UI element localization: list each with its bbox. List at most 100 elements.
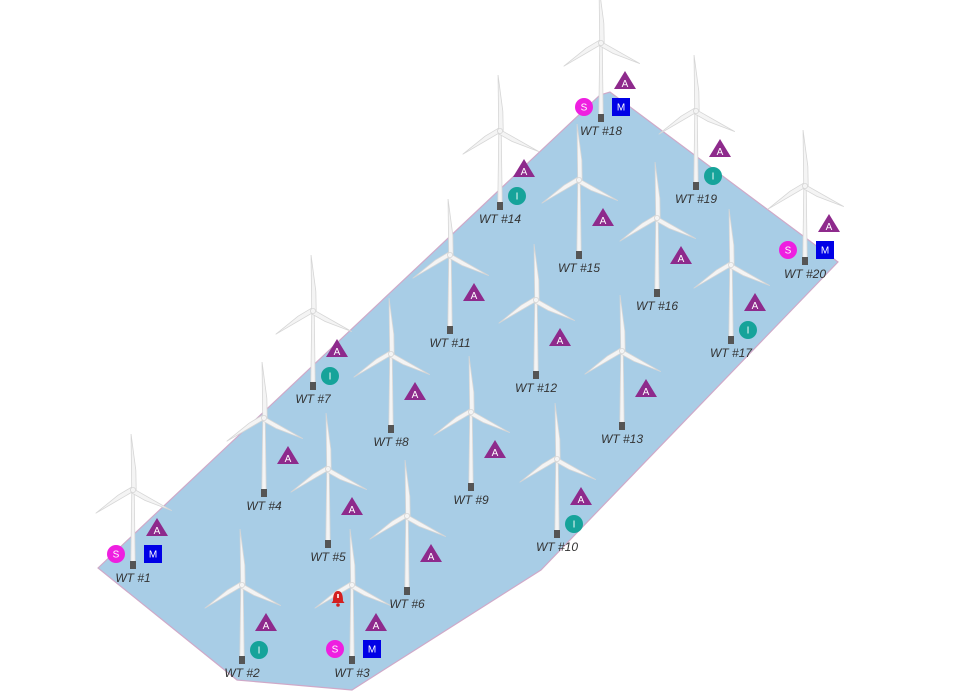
turbine-hub	[348, 582, 355, 589]
turbine-18[interactable]: WT #18 AM S	[563, 0, 641, 138]
turbine-hub	[496, 127, 503, 134]
triangle-alarm-icon[interactable]: A	[484, 440, 506, 459]
circle-info-icon[interactable]: I	[321, 367, 339, 385]
turbine-base	[261, 489, 267, 497]
turbine-label: WT #6	[389, 597, 425, 611]
triangle-alarm-icon[interactable]: A	[709, 139, 731, 158]
turbine-5[interactable]: WT #5 A	[290, 412, 368, 564]
turbine-hub	[654, 214, 661, 221]
triangle-alarm-icon[interactable]: A	[341, 497, 363, 516]
circle-service-icon[interactable]: S	[107, 545, 125, 563]
wind-turbine-icon	[433, 355, 511, 491]
circle-service-icon[interactable]: S	[575, 98, 593, 116]
alarm-badge-letter: A	[349, 505, 356, 516]
circle-service-icon[interactable]: S	[779, 241, 797, 259]
turbine-12[interactable]: WT #12 A	[498, 243, 576, 395]
triangle-alarm-icon[interactable]: A	[463, 283, 485, 302]
wind-turbine-icon	[619, 161, 697, 297]
triangle-alarm-icon[interactable]: A	[592, 208, 614, 227]
turbine-base	[310, 382, 316, 390]
triangle-alarm-icon[interactable]: A	[255, 613, 277, 632]
turbine-hub	[533, 296, 540, 303]
turbine-7[interactable]: WT #7 AI	[275, 254, 353, 406]
circle-info-icon[interactable]: I	[704, 167, 722, 185]
turbine-hub	[238, 582, 245, 589]
turbine-label: WT #10	[536, 540, 578, 554]
circle-info-icon[interactable]: I	[565, 515, 583, 533]
turbine-label: WT #12	[515, 381, 557, 395]
circle-info-icon[interactable]: I	[739, 321, 757, 339]
bell-alert-icon[interactable]	[331, 591, 345, 607]
circle-info-icon[interactable]: I	[250, 641, 268, 659]
turbine-13[interactable]: WT #13A	[584, 294, 662, 446]
wind-turbine-icon	[498, 243, 576, 379]
turbine-blade	[563, 39, 603, 67]
maintenance-badge-letter: M	[821, 246, 829, 257]
square-maintenance-icon[interactable]: M	[612, 98, 630, 116]
triangle-alarm-icon[interactable]: A	[614, 71, 636, 90]
turbine-label: WT #17	[710, 346, 753, 360]
alarm-badge-letter: A	[492, 448, 499, 459]
triangle-alarm-icon[interactable]: A	[744, 293, 766, 312]
turbine-label: WT #7	[295, 392, 332, 406]
triangle-alarm-icon[interactable]: A	[670, 246, 692, 265]
triangle-alarm-icon[interactable]: A	[146, 518, 168, 537]
turbine-base	[728, 336, 734, 344]
triangle-alarm-icon[interactable]: A	[420, 544, 442, 563]
turbine-blade	[130, 433, 137, 491]
turbine-blade	[693, 109, 736, 133]
turbine-17[interactable]: WT #17 AI	[693, 208, 771, 360]
turbine-label: WT #8	[373, 435, 409, 449]
turbine-11[interactable]: WT #11A	[412, 198, 490, 350]
turbine-label: WT #15	[558, 261, 600, 275]
triangle-alarm-icon[interactable]: A	[277, 446, 299, 465]
turbine-6[interactable]: WT #6 A	[369, 459, 447, 611]
triangle-alarm-icon[interactable]: A	[818, 214, 840, 233]
service-badge-letter: S	[785, 246, 792, 257]
triangle-alarm-icon[interactable]: A	[326, 339, 348, 358]
turbine-15[interactable]: WT #15 A	[541, 123, 619, 275]
turbine-base	[802, 257, 808, 265]
triangle-alarm-icon[interactable]: A	[513, 159, 535, 178]
turbine-tower	[349, 584, 355, 658]
triangle-alarm-icon[interactable]: A	[635, 379, 657, 398]
turbine-blade	[447, 198, 454, 256]
turbine-9[interactable]: WT #9 A	[433, 355, 511, 507]
circle-service-icon[interactable]: S	[326, 640, 344, 658]
turbine-tower	[388, 353, 394, 427]
turbine-4[interactable]: WT #4 A	[226, 361, 304, 513]
turbine-label: WT #9	[453, 493, 489, 507]
info-badge-letter: I	[516, 192, 519, 203]
turbine-label: WT #18	[580, 124, 622, 138]
turbine-label: WT #5	[310, 550, 346, 564]
turbine-16[interactable]: WT #16A	[619, 161, 697, 313]
triangle-alarm-icon[interactable]: A	[404, 382, 426, 401]
square-maintenance-icon[interactable]: M	[363, 640, 381, 658]
turbine-blade	[95, 486, 135, 514]
turbine-label: WT #4	[246, 499, 282, 513]
turbine-10[interactable]: WT #10 AI	[519, 402, 597, 554]
square-maintenance-icon[interactable]: M	[816, 241, 834, 259]
turbine-tower	[261, 417, 267, 491]
circle-info-icon[interactable]: I	[508, 187, 526, 205]
alarm-badge-letter: A	[622, 79, 629, 90]
wind-turbine-icon	[369, 459, 447, 595]
turbine-tower	[325, 468, 331, 542]
triangle-alarm-icon[interactable]: A	[570, 487, 592, 506]
turbine-tower	[404, 515, 410, 589]
triangle-alarm-icon[interactable]: A	[365, 613, 387, 632]
turbine-tower	[447, 254, 453, 328]
alarm-badge-letter: A	[412, 390, 419, 401]
triangle-alarm-icon[interactable]: A	[549, 328, 571, 347]
turbine-base	[468, 483, 474, 491]
turbine-8[interactable]: WT #8 A	[353, 297, 431, 449]
turbine-hub	[728, 261, 735, 268]
alarm-badge-letter: A	[600, 216, 607, 227]
turbine-2[interactable]: WT #2AI	[204, 528, 282, 680]
square-maintenance-icon[interactable]: M	[144, 545, 162, 563]
